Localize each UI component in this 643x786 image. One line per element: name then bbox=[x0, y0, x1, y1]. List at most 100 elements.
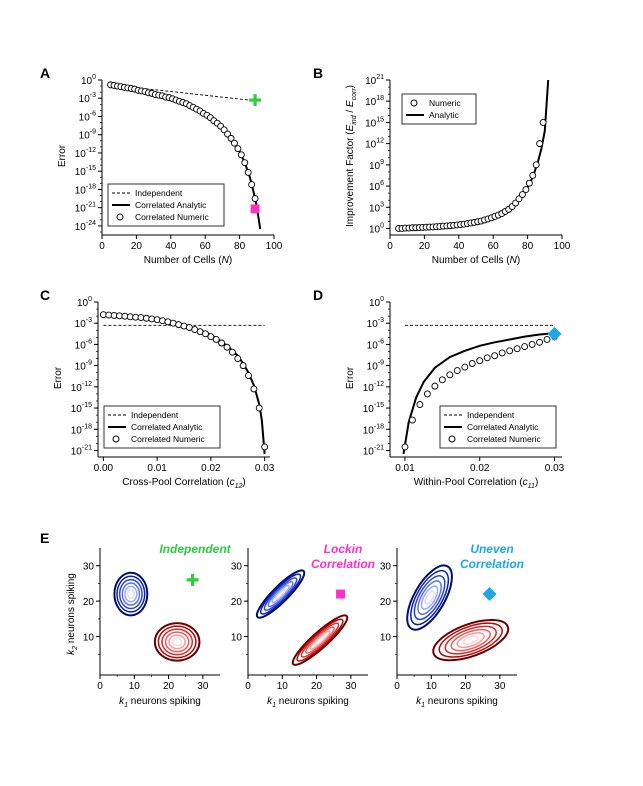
y-label-text: neurons spiking bbox=[66, 573, 77, 646]
y-label-sub: 2 bbox=[72, 646, 79, 651]
y-label-end: ) bbox=[345, 85, 356, 88]
y-tick-exponent: -3 bbox=[86, 317, 92, 324]
contour-ring bbox=[444, 625, 497, 655]
y-axis-label: Error bbox=[53, 366, 64, 389]
numeric-point bbox=[223, 343, 231, 351]
plus-marker bbox=[186, 573, 199, 586]
numeric-point bbox=[245, 372, 252, 379]
y-tick-exponent: -18 bbox=[374, 423, 384, 430]
y-tick-base: 10 bbox=[75, 204, 87, 215]
subplot-label-line: Correlation bbox=[311, 557, 375, 571]
numeric-point bbox=[446, 371, 454, 379]
x-axis-label: k1 neurons spiking bbox=[416, 696, 498, 709]
y-tick-label: 1018 bbox=[365, 95, 384, 108]
x-label-var: c bbox=[230, 477, 235, 488]
y-tick-exponent: -21 bbox=[86, 202, 96, 209]
numeric-point bbox=[255, 404, 263, 412]
y-tick-label: 10-6 bbox=[367, 338, 384, 351]
contour-ring bbox=[126, 589, 135, 600]
y-tick-label: 20 bbox=[380, 597, 392, 608]
y-tick-base: 10 bbox=[75, 319, 87, 330]
x-axis-label: Number of Cells (N) bbox=[144, 255, 232, 266]
y-tick-exponent: 6 bbox=[380, 180, 384, 187]
y-tick-exponent: -12 bbox=[374, 381, 384, 388]
x-label-text: Number of Cells ( bbox=[432, 255, 510, 266]
contour-ring bbox=[424, 590, 435, 605]
y-tick-base: 10 bbox=[367, 362, 379, 373]
y-tick-label: 10 bbox=[231, 633, 243, 644]
y-tick-base: 10 bbox=[363, 404, 375, 415]
y-tick-label: 10-18 bbox=[71, 423, 92, 436]
x-tick-label: 0.01 bbox=[395, 463, 415, 474]
contour-ring bbox=[309, 630, 331, 650]
numeric-point bbox=[532, 161, 540, 169]
x-tick-label: 20 bbox=[311, 681, 323, 692]
numeric-point bbox=[431, 382, 439, 390]
x-tick-label: 20 bbox=[419, 241, 431, 252]
y-tick-exponent: 0 bbox=[92, 74, 96, 81]
subplot-label-line: Correlation bbox=[460, 557, 524, 571]
x-label-var: k bbox=[267, 696, 273, 707]
y-tick-exponent: -3 bbox=[90, 92, 96, 99]
x-tick-label: 0.01 bbox=[147, 463, 167, 474]
contour-ring bbox=[157, 625, 197, 659]
y-tick-base: 10 bbox=[369, 203, 381, 214]
y-tick-label: 10-15 bbox=[75, 165, 96, 178]
contour-ring bbox=[313, 634, 327, 646]
x-tick-label: 0.02 bbox=[201, 463, 221, 474]
y-tick-base: 10 bbox=[367, 340, 379, 351]
x-label-var: N bbox=[222, 255, 230, 266]
x-tick-label: 10 bbox=[426, 681, 438, 692]
contour-ring bbox=[462, 635, 479, 645]
y-tick-exponent: -15 bbox=[82, 402, 92, 409]
x-label-text: Number of Cells ( bbox=[144, 255, 222, 266]
square-marker bbox=[336, 589, 346, 599]
contour-ring bbox=[417, 580, 442, 616]
contour-ring bbox=[121, 582, 141, 606]
numeric-point bbox=[248, 181, 256, 189]
numeric-point bbox=[251, 195, 259, 203]
legend-label: Correlated Analytic bbox=[467, 422, 539, 432]
numeric-point bbox=[416, 401, 424, 408]
numeric-point bbox=[525, 179, 533, 187]
plot-area bbox=[99, 311, 269, 455]
x-label-var: N bbox=[510, 255, 518, 266]
red-distribution bbox=[432, 618, 510, 662]
x-axis-label: Cross-Pool Correlation (c12) bbox=[122, 477, 245, 490]
y-tick-base: 10 bbox=[75, 222, 87, 233]
x-tick-label: 0 bbox=[97, 681, 103, 692]
numeric-point bbox=[476, 357, 484, 365]
subplot-label-line: Uneven bbox=[470, 542, 513, 556]
numeric-point bbox=[241, 159, 249, 167]
numeric-point bbox=[401, 443, 409, 451]
contour-ring bbox=[432, 618, 510, 662]
contour-ring bbox=[410, 569, 450, 626]
plot-area bbox=[107, 81, 262, 230]
numeric-point bbox=[513, 345, 521, 353]
y-tick-label: 10-12 bbox=[75, 147, 96, 160]
y-tick-base: 10 bbox=[369, 161, 381, 172]
y-tick-exponent: 0 bbox=[380, 296, 384, 303]
y-tick-base: 10 bbox=[77, 298, 89, 309]
numeric-point bbox=[261, 443, 269, 451]
blue-distribution bbox=[406, 564, 453, 631]
y-tick-exponent: -21 bbox=[82, 444, 92, 451]
y-tick-label: 10-3 bbox=[79, 92, 96, 105]
y-tick-label: 1012 bbox=[365, 138, 384, 151]
independent-marker bbox=[249, 94, 262, 107]
y-tick-base: 10 bbox=[71, 446, 83, 457]
y-label-den: E bbox=[345, 100, 356, 107]
legend-label: Independent bbox=[467, 410, 515, 420]
y-tick-label: 100 bbox=[369, 296, 384, 309]
y-tick-base: 10 bbox=[365, 140, 377, 151]
y-tick-base: 10 bbox=[365, 76, 377, 87]
x-tick-label: 60 bbox=[488, 241, 500, 252]
numeric-point bbox=[536, 140, 544, 148]
